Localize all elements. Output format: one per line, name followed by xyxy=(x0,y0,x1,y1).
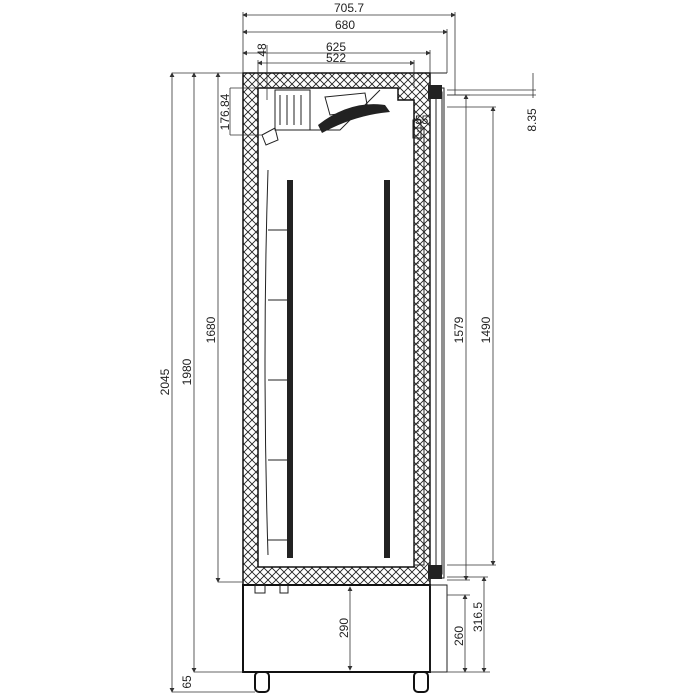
dim-glass-height: 1490 xyxy=(447,106,496,566)
svg-text:260: 260 xyxy=(452,626,466,646)
dim-cabinet-height: 1980 xyxy=(180,72,243,673)
svg-text:65: 65 xyxy=(180,675,194,689)
dim-depth-with-door: 680 xyxy=(242,18,448,73)
dim-door-frame: 55 xyxy=(415,113,429,127)
svg-text:705.7: 705.7 xyxy=(334,1,364,15)
svg-text:2045: 2045 xyxy=(158,368,172,395)
svg-text:55: 55 xyxy=(415,113,429,127)
svg-text:680: 680 xyxy=(335,18,355,32)
svg-text:1490: 1490 xyxy=(479,316,493,343)
svg-text:176.84: 176.84 xyxy=(218,93,232,130)
dim-wheel-height: 65 xyxy=(180,675,194,689)
svg-text:316.5: 316.5 xyxy=(471,602,485,632)
dim-base-height: 290 xyxy=(337,586,353,671)
wheel-right xyxy=(413,671,429,693)
dim-evaporator-height: 176.84 xyxy=(218,87,262,136)
dim-cabinet-depth: 625 xyxy=(242,40,431,73)
wheel-left xyxy=(254,671,270,693)
glass-door xyxy=(412,85,445,579)
svg-text:290: 290 xyxy=(337,618,351,638)
dim-door-height: 1579 xyxy=(447,94,470,581)
dim-insulation: 48 xyxy=(255,43,269,100)
shelves xyxy=(264,169,288,556)
svg-text:48: 48 xyxy=(255,43,269,57)
svg-text:625: 625 xyxy=(326,40,346,54)
base-plinth xyxy=(242,584,448,673)
insulated-cabinet xyxy=(242,72,447,586)
svg-text:1680: 1680 xyxy=(204,316,218,343)
dim-overall-depth: 705.7 xyxy=(242,1,456,95)
svg-text:1579: 1579 xyxy=(452,316,466,343)
dim-inner-height: 1680 xyxy=(204,72,243,583)
svg-text:522: 522 xyxy=(326,51,346,65)
dim-plinth-height: 260 xyxy=(447,594,490,673)
shelf-rail-left xyxy=(287,180,293,558)
dim-total-height: 2045 xyxy=(158,72,255,693)
dim-inner-depth: 522 xyxy=(257,51,415,88)
dim-floor-to-door: 316.5 xyxy=(447,576,488,673)
svg-text:1980: 1980 xyxy=(180,358,194,385)
evaporator-fan xyxy=(261,89,390,146)
shelf-rail-right xyxy=(384,180,390,558)
svg-text:8.35: 8.35 xyxy=(525,108,539,132)
